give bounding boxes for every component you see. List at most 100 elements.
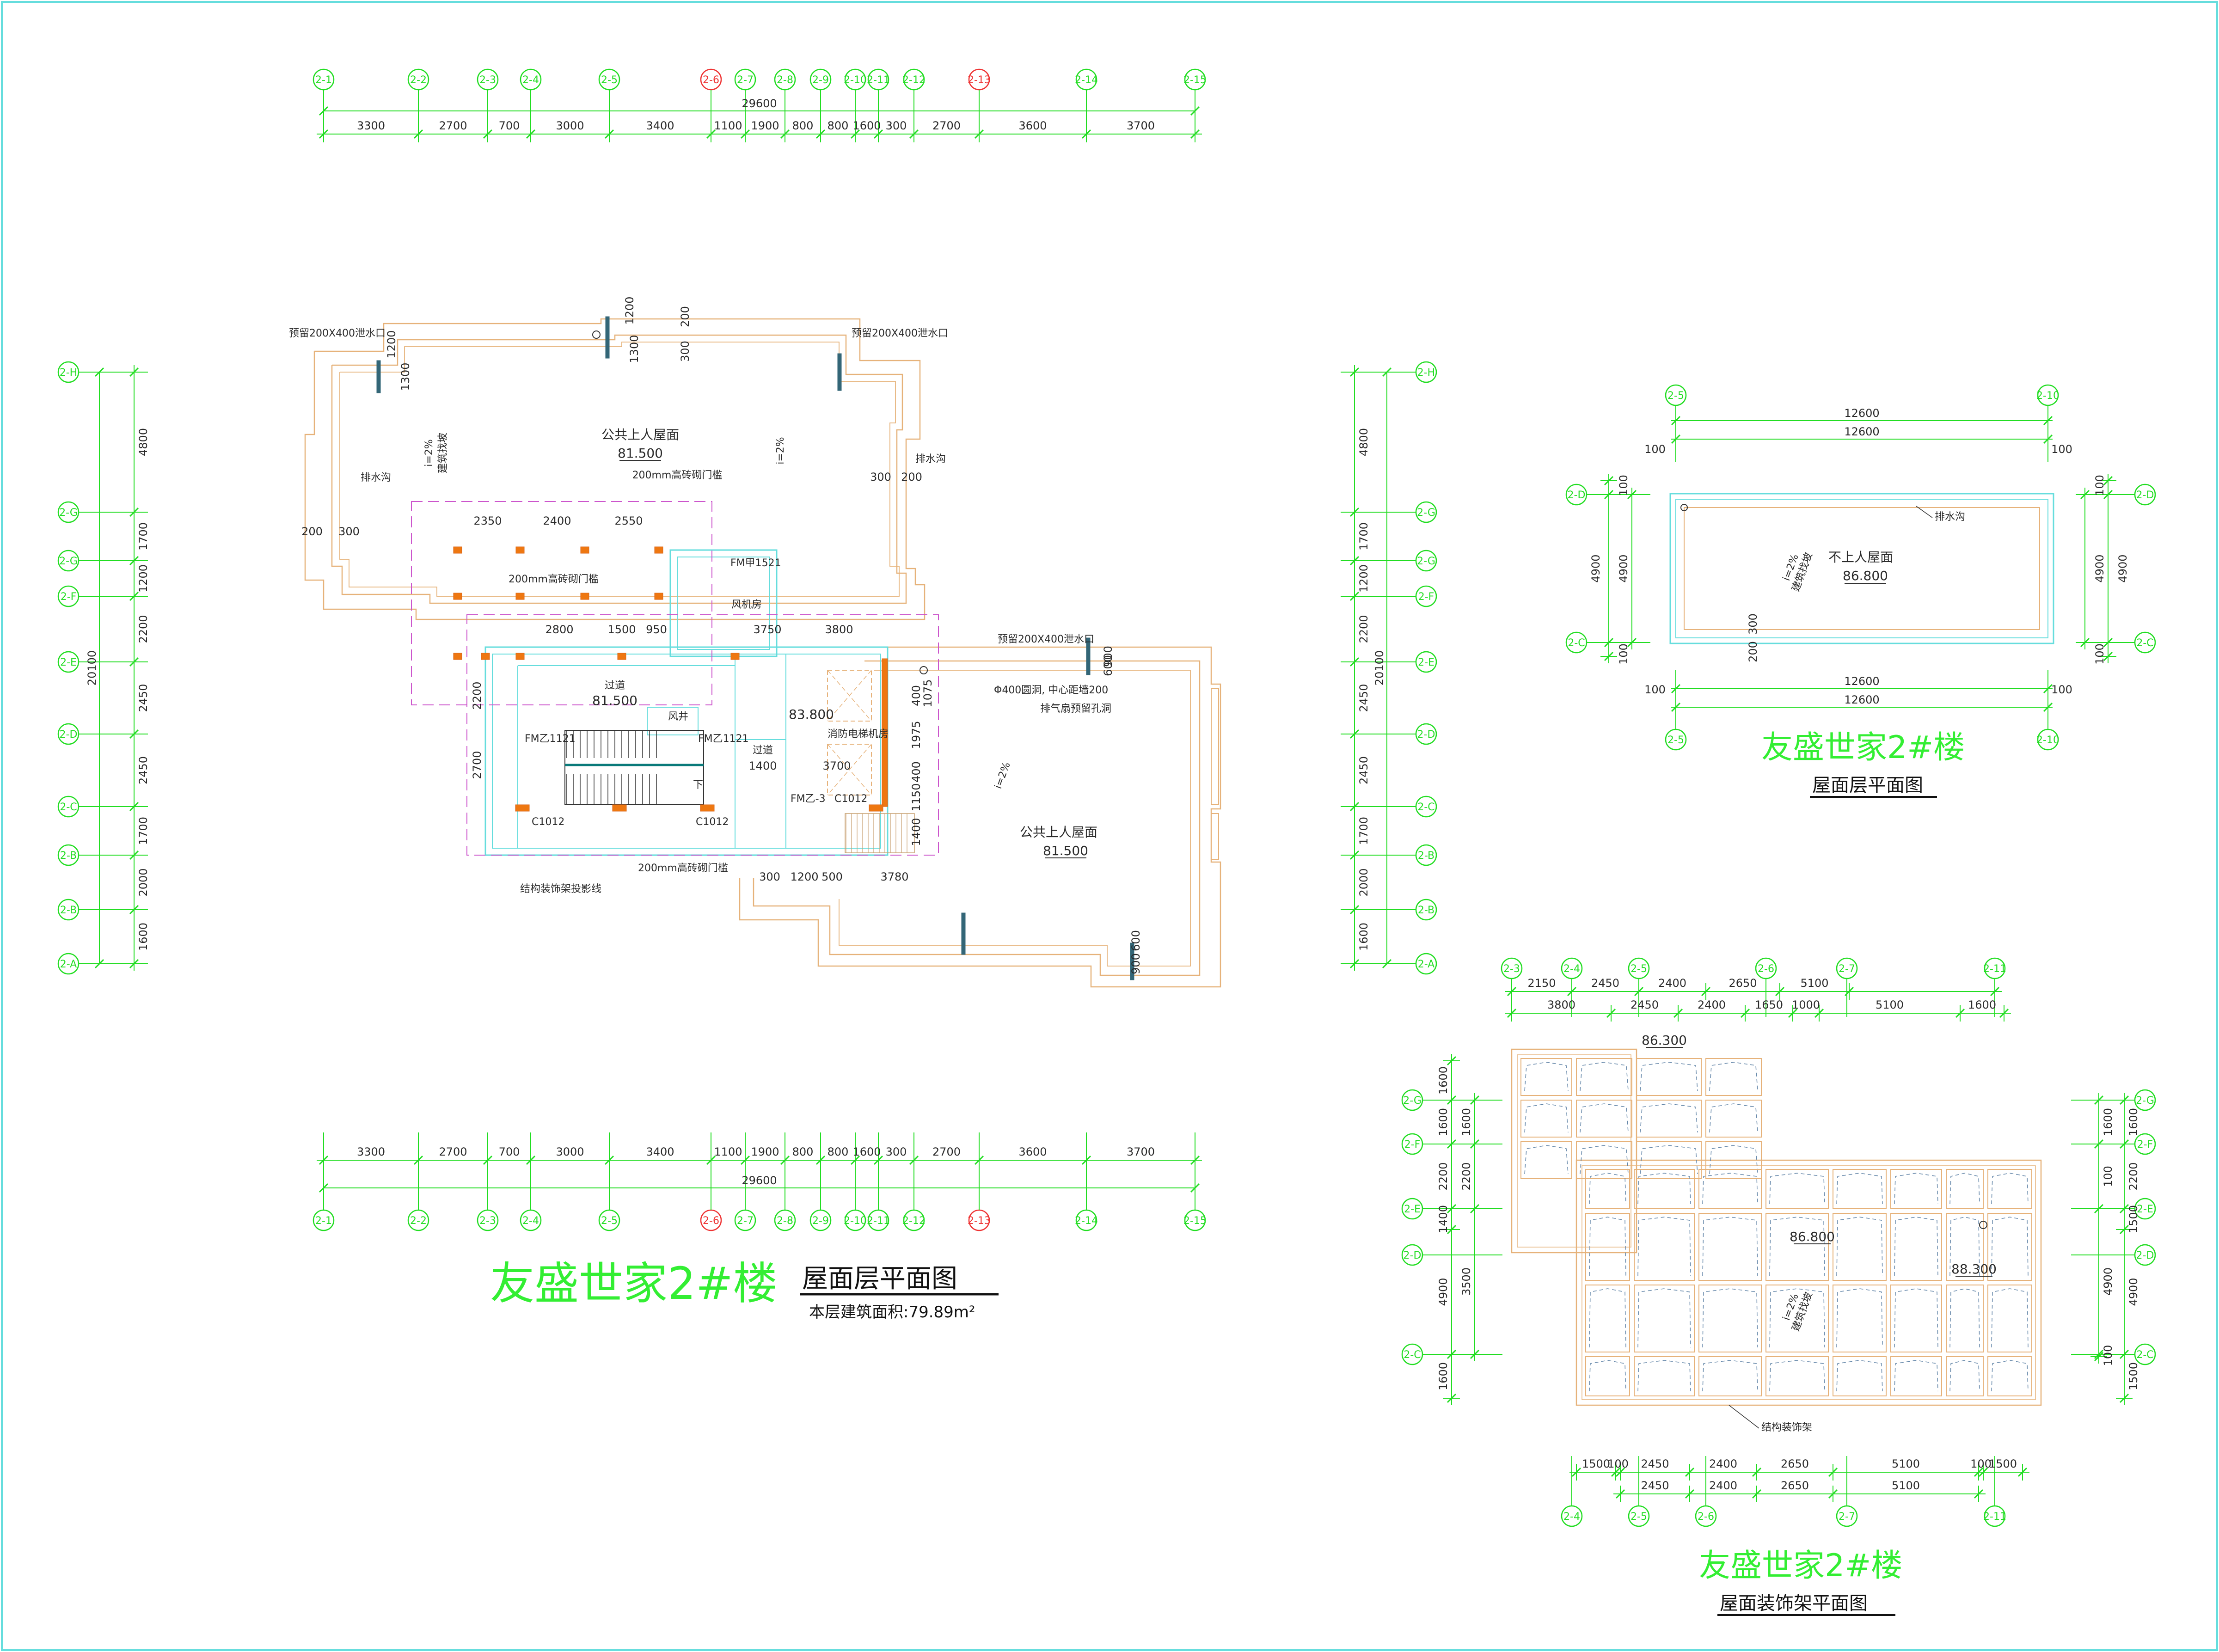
column bbox=[700, 804, 715, 812]
label-d1200a: 1200 bbox=[385, 330, 398, 358]
frame-cell bbox=[1833, 1169, 1887, 1209]
left-dim-tick bbox=[129, 729, 139, 739]
bottom-dim-a-value: 2650 bbox=[1781, 1457, 1809, 1470]
axis-label: 2-4 bbox=[1563, 963, 1580, 975]
right-dim-value: 1700 bbox=[1357, 817, 1370, 845]
frame-cell bbox=[1765, 1285, 1829, 1352]
axis-label: 2-2 bbox=[410, 74, 427, 86]
left-dim-a-value: 4900 bbox=[1437, 1278, 1450, 1306]
frame-cell bbox=[1946, 1213, 1984, 1281]
side-dim-value: 100 bbox=[2093, 643, 2106, 665]
top-dim-b-tick bbox=[1606, 1008, 1616, 1018]
frame-cell bbox=[1576, 1058, 1632, 1096]
bottom-dim-value: 12600 bbox=[1844, 675, 1879, 688]
label-d2800: 2800 bbox=[545, 623, 573, 636]
label-d2550: 2550 bbox=[614, 514, 643, 527]
axis-label: 2-12 bbox=[902, 74, 926, 86]
label-d3800: 3800 bbox=[825, 623, 853, 636]
label-fire-machine: 消防电梯机房 bbox=[828, 728, 889, 740]
dim-tick bbox=[1190, 106, 1200, 116]
bottom-dim-a-value: 2450 bbox=[1641, 1457, 1669, 1470]
dim-tick bbox=[94, 959, 104, 969]
frame-cell bbox=[1698, 1356, 1762, 1396]
top-dim-b-tick bbox=[1955, 1008, 1965, 1018]
axis-label: 2-2 bbox=[410, 1215, 427, 1227]
plan1-area-note: 本层建筑面积:79.89m² bbox=[809, 1303, 975, 1322]
left-dim-a-value: 1400 bbox=[1437, 1205, 1450, 1233]
label-elev-1: 86.300 bbox=[1642, 1033, 1687, 1048]
label-d200: 200 bbox=[1747, 641, 1759, 662]
top-total-value: 29600 bbox=[742, 97, 777, 110]
frame-cell-pattern bbox=[1702, 1288, 1758, 1348]
frame-cell-pattern bbox=[1949, 1288, 1980, 1348]
left-dim-a-tick bbox=[1447, 1056, 1457, 1066]
bottom-dim-value: 700 bbox=[499, 1145, 520, 1158]
label-drain-ditch-2: 排水沟 bbox=[915, 453, 946, 465]
axis-label: 2-9 bbox=[812, 74, 829, 86]
frame-cell-pattern bbox=[1589, 1288, 1626, 1348]
column bbox=[481, 653, 490, 660]
deco-projection-lower bbox=[466, 614, 939, 856]
right-dim-value: 2200 bbox=[1357, 615, 1370, 643]
frame-cell bbox=[1890, 1356, 1942, 1396]
right-dim-b-tick bbox=[2080, 489, 2090, 500]
column bbox=[453, 653, 462, 660]
right-dim-value: 2000 bbox=[1357, 868, 1370, 896]
axis-label: 2-G bbox=[2136, 1095, 2154, 1107]
column bbox=[453, 593, 462, 600]
top-dim-a-tick bbox=[1775, 986, 1785, 997]
bottom-dim-value: 3700 bbox=[1127, 1145, 1155, 1158]
frame-cell bbox=[1890, 1169, 1942, 1209]
side-dim-value: 100 bbox=[1617, 643, 1630, 665]
frame-cell bbox=[1634, 1356, 1695, 1396]
label-slope-1: i=2% bbox=[423, 439, 435, 466]
column bbox=[453, 546, 462, 554]
plan1-title: 友盛世家2#楼 bbox=[490, 1258, 778, 1309]
frame-cell-pattern bbox=[1769, 1360, 1825, 1392]
left-dim-a-tick bbox=[1447, 1224, 1457, 1235]
axis-label: 2-A bbox=[60, 959, 77, 970]
elevator-box bbox=[827, 744, 872, 795]
top-dim-tick bbox=[850, 129, 860, 139]
label-door-fmz1121-a: FM乙1121 bbox=[525, 733, 576, 745]
bottom-dim-a-value: 100 bbox=[1970, 1457, 1992, 1470]
frame-cell bbox=[1576, 1100, 1632, 1138]
axis-label: 2-6 bbox=[1758, 963, 1774, 975]
dim-tick bbox=[94, 367, 104, 377]
column bbox=[869, 804, 883, 812]
bottom-dim-a-tick bbox=[2017, 1467, 2028, 1477]
frame-cell bbox=[1946, 1285, 1984, 1352]
frame-cell bbox=[1890, 1213, 1942, 1281]
axis-label: 2-11 bbox=[1983, 963, 2006, 975]
axis-label: 2-7 bbox=[1839, 1511, 1855, 1523]
axis-label: 2-D bbox=[2136, 1250, 2154, 1261]
axis-label: 2-G bbox=[1403, 1095, 1422, 1107]
roof-drain-point bbox=[1979, 1221, 1987, 1229]
left-dim-tick bbox=[129, 367, 139, 377]
top-dim-a-value: 5100 bbox=[1800, 977, 1828, 990]
roof-parapet-outer bbox=[1669, 493, 2054, 644]
frame-lower-inner bbox=[1581, 1165, 2036, 1400]
axis-label: 2-10 bbox=[2036, 734, 2060, 746]
left-dim-a-tick bbox=[1604, 651, 1614, 661]
axis-label: 2-10 bbox=[2036, 390, 2060, 402]
left-dim-a-tick bbox=[1604, 476, 1614, 486]
left-dim-value: 1700 bbox=[137, 522, 150, 551]
dim-tick bbox=[1382, 367, 1392, 377]
frame-upper-outline bbox=[1511, 1048, 1637, 1254]
label-air-shaft: 风井 bbox=[668, 711, 688, 722]
column bbox=[580, 546, 589, 554]
bottom-dim-value: 2700 bbox=[932, 1145, 961, 1158]
top-dim-a-tick bbox=[1567, 986, 1577, 997]
axis-label: 2-15 bbox=[1183, 1215, 1207, 1227]
top-dim-a-value: 2150 bbox=[1527, 977, 1556, 990]
dim-tick bbox=[319, 1183, 329, 1193]
label-d300a: 300 bbox=[338, 525, 360, 538]
bottom-dim-tick bbox=[526, 1155, 536, 1165]
frame-cell bbox=[1698, 1285, 1762, 1352]
column bbox=[654, 546, 663, 554]
right-dim-a-tick bbox=[2119, 1393, 2129, 1403]
bottom-dim-a-tick bbox=[1978, 1467, 1988, 1477]
